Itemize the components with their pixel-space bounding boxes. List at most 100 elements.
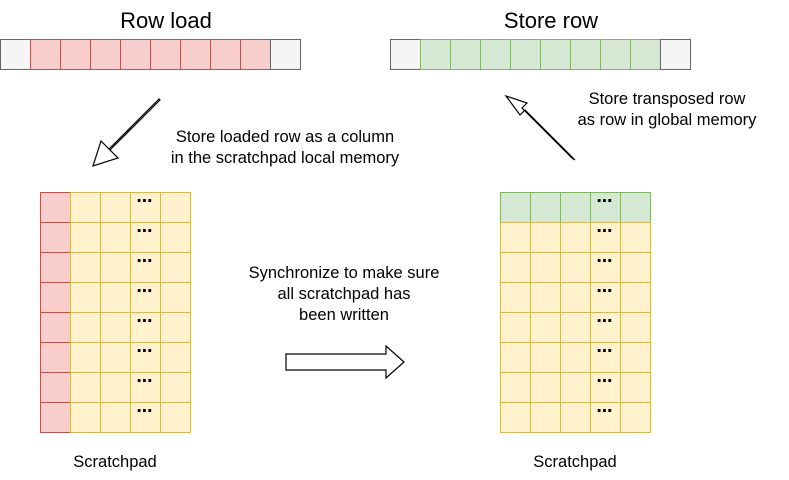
ellipsis-mark: ⋯ — [136, 343, 154, 360]
synchronize-note: Synchronize to make sure all scratchpad … — [213, 263, 475, 326]
store-column-arrow — [92, 98, 161, 167]
ellipsis-mark: ⋯ — [136, 283, 154, 300]
scratchpad-cell — [70, 282, 101, 313]
scratchpad-cell — [100, 372, 131, 403]
row-load-title: Row load — [120, 8, 212, 33]
loaded-column-cell — [40, 402, 71, 433]
scratchpad-cell — [560, 222, 591, 253]
scratchpad-cell — [100, 312, 131, 343]
scratchpad-cell — [130, 342, 161, 373]
right-scratchpad-caption: Scratchpad — [533, 453, 617, 471]
row-load-cell — [120, 39, 151, 70]
scratchpad-cell — [100, 222, 131, 253]
ellipsis-mark: ⋯ — [136, 193, 154, 210]
scratchpad-cell — [70, 402, 101, 433]
scratchpad-cell — [560, 312, 591, 343]
store-row-cell — [570, 39, 601, 70]
scratchpad-cell — [620, 312, 651, 343]
synchronize-note-line-2: all scratchpad has — [277, 285, 411, 303]
scratchpad-cell — [620, 252, 651, 283]
transposed-row-cell — [620, 192, 651, 223]
ellipsis-mark: ⋯ — [136, 373, 154, 390]
scratchpad-cell — [160, 252, 191, 283]
store-row-edge-cell — [660, 39, 691, 70]
ellipsis-mark: ⋯ — [596, 403, 614, 420]
scratchpad-cell — [530, 402, 561, 433]
row-load-cell — [90, 39, 121, 70]
store-transposed-arrow — [504, 94, 576, 161]
scratchpad-cell — [560, 282, 591, 313]
row-load-edge-cell — [0, 39, 31, 70]
scratchpad-cell — [130, 192, 161, 223]
scratchpad-cell — [530, 372, 561, 403]
scratchpad-cell — [590, 282, 621, 313]
ellipsis-mark: ⋯ — [136, 313, 154, 330]
scratchpad-cell — [620, 282, 651, 313]
scratchpad-cell — [160, 312, 191, 343]
scratchpad-cell — [70, 252, 101, 283]
scratchpad-cell — [590, 402, 621, 433]
transposed-row-cell — [560, 192, 591, 223]
store-transposed-note-line-1: Store transposed row — [588, 90, 746, 108]
scratchpad-cell — [500, 312, 531, 343]
scratchpad-cell — [500, 282, 531, 313]
scratchpad-cell — [160, 192, 191, 223]
row-load-cell — [240, 39, 271, 70]
scratchpad-cell — [560, 252, 591, 283]
ellipsis-mark: ⋯ — [136, 223, 154, 240]
scratchpad-cell — [160, 342, 191, 373]
transposed-row-cell — [590, 192, 621, 223]
scratchpad-cell — [160, 372, 191, 403]
synchronize-note-line-1: Synchronize to make sure — [248, 264, 440, 282]
scratchpad-cell — [100, 282, 131, 313]
store-column-note-line-2: in the scratchpad local memory — [170, 149, 400, 167]
loaded-column-cell — [40, 342, 71, 373]
scratchpad-cell — [500, 342, 531, 373]
scratchpad-cell — [100, 192, 131, 223]
scratchpad-cell — [590, 222, 621, 253]
scratchpad-cell — [100, 342, 131, 373]
row-load-cell — [210, 39, 241, 70]
scratchpad-cell — [560, 372, 591, 403]
scratchpad-cell — [500, 372, 531, 403]
store-row-cell — [420, 39, 451, 70]
row-load-edge-cell — [270, 39, 301, 70]
store-row-edge-cell — [390, 39, 421, 70]
scratchpad-cell — [530, 252, 561, 283]
scratchpad-cell — [590, 252, 621, 283]
scratchpad-cell — [160, 222, 191, 253]
store-row-cell — [450, 39, 481, 70]
ellipsis-mark: ⋯ — [596, 313, 614, 330]
scratchpad-cell — [500, 222, 531, 253]
transposed-row-cell — [500, 192, 531, 223]
scratchpad-cell — [160, 402, 191, 433]
ellipsis-mark: ⋯ — [136, 403, 154, 420]
loaded-column-cell — [40, 312, 71, 343]
scratchpad-cell — [530, 282, 561, 313]
scratchpad-cell — [560, 402, 591, 433]
loaded-column-cell — [40, 192, 71, 223]
scratchpad-cell — [70, 342, 101, 373]
left-scratchpad-caption: Scratchpad — [73, 453, 157, 471]
scratchpad-cell — [70, 222, 101, 253]
scratchpad-cell — [70, 372, 101, 403]
ellipsis-mark: ⋯ — [596, 223, 614, 240]
loaded-column-cell — [40, 222, 71, 253]
ellipsis-mark: ⋯ — [596, 343, 614, 360]
store-column-note-line-1: Store loaded row as a column — [175, 128, 395, 146]
scratchpad-cell — [100, 402, 131, 433]
scratchpad-cell — [70, 312, 101, 343]
scratchpad-cell — [590, 372, 621, 403]
synchronize-arrow — [285, 344, 405, 380]
scratchpad-cell — [620, 402, 651, 433]
scratchpad-cell — [130, 402, 161, 433]
loaded-column-cell — [40, 252, 71, 283]
loaded-column-cell — [40, 282, 71, 313]
scratchpad-cell — [530, 222, 561, 253]
scratchpad-cell — [160, 282, 191, 313]
store-transposed-note-line-2: as row in global memory — [577, 111, 757, 129]
scratchpad-cell — [620, 342, 651, 373]
ellipsis-mark: ⋯ — [596, 373, 614, 390]
